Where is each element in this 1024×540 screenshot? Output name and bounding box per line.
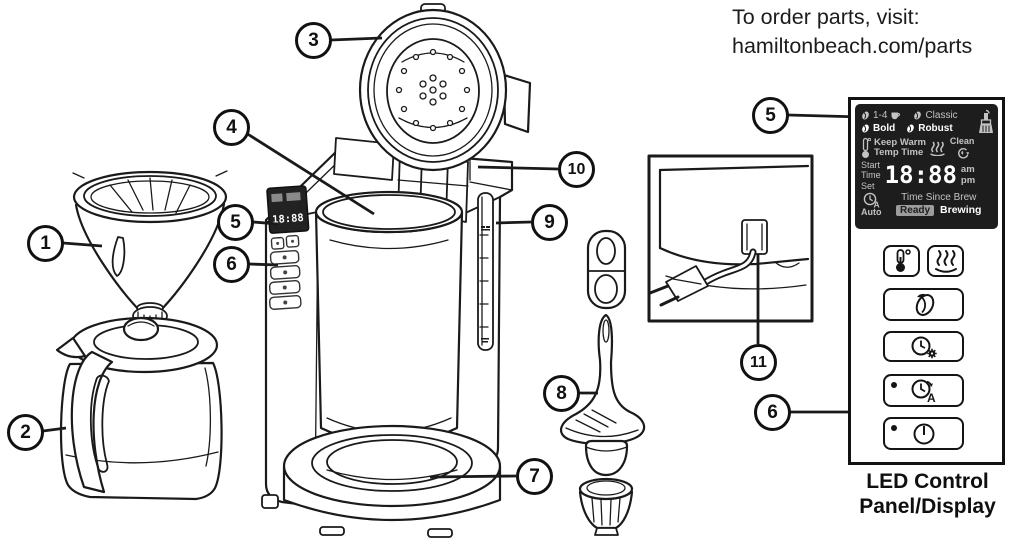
set-label: Set	[861, 180, 875, 191]
body-display-value: 18:88	[272, 212, 304, 226]
order-parts-text: To order parts, visit: hamiltonbeach.com…	[732, 3, 972, 60]
callout-scoop: 8	[543, 375, 580, 412]
panel-caption-line1: LED Control	[866, 470, 989, 493]
cord-inset-drawing	[647, 154, 814, 323]
temp-time-label: Temp Time	[874, 147, 924, 159]
bold-label: Bold	[873, 123, 896, 134]
cups-label: 1-4	[873, 110, 888, 121]
carafe-drawing	[55, 316, 223, 501]
panel-caption-line2: Panel/Display	[859, 494, 996, 518]
coffee-bean-icon	[915, 293, 934, 316]
callout-cord-storage: 11	[740, 344, 777, 381]
clean-brush-icon	[979, 109, 993, 133]
keep-warm-label: Keep Warm	[874, 137, 926, 148]
callout-lid: 3	[295, 22, 332, 59]
callout-reservoir: 4	[213, 109, 250, 146]
power-icon	[913, 423, 934, 444]
auto-timer-button[interactable]: A	[883, 374, 964, 407]
led-indicator-dot	[891, 425, 897, 431]
clock-auto-icon: A	[911, 379, 936, 404]
pm-label: pm	[960, 175, 976, 187]
coffee-bean-icon	[914, 111, 922, 120]
led-indicator-dot	[891, 382, 897, 388]
clean-cycle-icon	[957, 147, 969, 159]
scoop-parts-drawing	[559, 229, 646, 536]
thermometer-icon	[895, 249, 911, 272]
callout-led-buttons: 6	[754, 394, 791, 431]
clock-auto-icon: A	[863, 192, 879, 208]
callout-buttons-body: 6	[213, 246, 250, 283]
warming-steam-icon	[934, 250, 957, 273]
callout-led-display: 5	[752, 97, 789, 134]
callout-warming-plate: 7	[516, 458, 553, 495]
coffee-maker-drawing: 18:88	[261, 3, 532, 538]
keep-warm-button[interactable]	[927, 245, 964, 277]
clock-settings-icon	[911, 336, 937, 358]
time-label: Time	[861, 170, 881, 181]
coffee-bean-icon	[862, 124, 869, 133]
classic-label: Classic	[925, 110, 958, 121]
cup-icon	[891, 112, 901, 119]
led-display: 1-4 Classic Bold Robust	[855, 104, 998, 229]
svg-text:A: A	[927, 391, 936, 404]
power-button[interactable]	[883, 417, 964, 450]
svg-text:A: A	[873, 199, 879, 208]
thermometer-icon	[862, 138, 871, 159]
order-parts-line1: To order parts, visit:	[732, 5, 920, 29]
auto-label: Auto	[861, 206, 882, 217]
clean-label: Clean	[949, 136, 975, 146]
robust-label: Robust	[918, 123, 953, 134]
led-control-panel: 1-4 Classic Bold Robust	[848, 97, 1005, 465]
callout-brew-basket: 1	[27, 225, 64, 262]
coffee-bean-icon	[862, 111, 869, 120]
brew-basket-drawing	[72, 170, 228, 326]
start-label: Start	[861, 159, 881, 170]
warm-temperature-button[interactable]	[883, 245, 920, 277]
brew-strength-button[interactable]	[883, 288, 964, 321]
callout-water-gauge: 9	[531, 204, 568, 241]
time-since-brew-label: Time Since Brew	[901, 191, 977, 203]
ready-badge: Ready	[896, 204, 935, 217]
callout-display-body: 5	[217, 204, 254, 241]
coffee-bean-icon	[907, 124, 915, 133]
callout-carafe: 2	[7, 414, 44, 451]
callout-lid-hinge: 10	[558, 151, 595, 188]
panel-caption: LED Control Panel/Display	[840, 470, 1015, 520]
clock-set-button[interactable]	[883, 331, 964, 362]
warming-steam-icon	[930, 141, 945, 156]
am-label: am	[960, 164, 975, 176]
order-parts-url: hamiltonbeach.com/parts	[732, 33, 973, 58]
clock-value: 18:88	[884, 161, 957, 190]
brewing-label: Brewing	[940, 204, 982, 217]
